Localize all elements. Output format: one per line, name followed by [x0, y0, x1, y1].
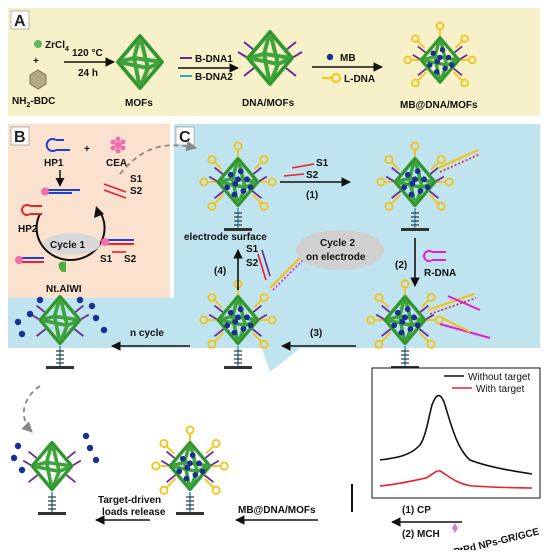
target-driven-line2: loads release — [102, 507, 166, 518]
step3-label: (3) — [310, 328, 322, 339]
curve-with-target — [379, 470, 533, 489]
release-dashed-arrow — [21, 385, 41, 433]
mch-step-label: (2) MCH — [402, 529, 440, 540]
panel-c-letter: C — [179, 129, 191, 146]
panel-b-s1b-label: S1 — [100, 254, 113, 265]
bdna1-label: B-DNA1 — [195, 54, 233, 65]
panel-a: A ZrCl4 + NH2-BDC 120 °C 24 h MOFs B-DNA… — [8, 8, 540, 116]
inset-frame — [371, 367, 541, 499]
ldna-label: L-DNA — [344, 74, 375, 85]
hp1-hairpin-icon — [45, 138, 70, 152]
hp2-bound-complex-icon — [15, 256, 44, 264]
ldna-hairpin-icon — [322, 73, 341, 83]
s1-ldna-hybrid-icon — [437, 148, 481, 173]
s1-s2-duplex-icon — [101, 238, 134, 246]
cycle1-loop-arrow — [35, 211, 106, 261]
time-label: 24 h — [78, 68, 98, 79]
cycle2-badge — [296, 230, 384, 270]
zrcl4-label: ZrCl4 — [45, 40, 69, 53]
panel-a-plus: + — [33, 56, 39, 67]
curve-without-target — [379, 394, 533, 475]
s1-strand-icon — [103, 183, 127, 193]
panel-b-s2-label: S2 — [130, 186, 143, 197]
bottom-mb-dna-mofs-label: MB@DNA/MOFs — [238, 505, 316, 516]
panel-b: B HP1 + CEA S1 S2 Cycle 1 — [8, 124, 198, 298]
mb-label: MB — [340, 53, 356, 64]
released-mb-dots — [14, 296, 108, 338]
mb-dot-icon — [326, 53, 334, 61]
panel-b-s1-label: S1 — [130, 174, 143, 185]
electrode-surface-label: electrode surface — [184, 232, 267, 243]
dna-mofs-label: DNA/MOFs — [242, 98, 295, 109]
cp-step-label: (1) CP — [402, 505, 431, 516]
panel-b-s2b-label: S2 — [124, 254, 137, 265]
n-cycle-label: n cycle — [130, 328, 164, 339]
bottom-row: Target-driven loads release MB@DNA/MOFs … — [10, 385, 541, 555]
step4-s1-label: S1 — [246, 244, 259, 255]
bdc-label: NH2-BDC — [12, 96, 55, 109]
hp1-label: HP1 — [44, 158, 64, 169]
bdc-hexagon-icon — [29, 69, 47, 90]
final-electrode-mof — [22, 440, 82, 492]
panel-a-letter: A — [14, 13, 26, 30]
cycle2-label-line1: Cycle 2 — [320, 238, 355, 249]
s2-strand-icon — [103, 189, 127, 199]
panel-b-letter: B — [14, 129, 26, 146]
panel-b-plus: + — [84, 144, 90, 155]
hp2-hairpin-icon — [21, 204, 42, 216]
mch-marker-icon — [452, 523, 458, 533]
step2-label: (2) — [395, 260, 407, 271]
step1-label: (1) — [306, 190, 318, 201]
legend-without-label: Without target — [468, 372, 530, 383]
cycle2-label-line2: on electrode — [306, 252, 366, 263]
target-driven-line1: Target-driven — [98, 495, 161, 506]
temperature-label: 120 °C — [72, 48, 103, 59]
rdna-displacement-icon — [427, 292, 491, 339]
released-duplex-icon — [269, 257, 304, 291]
enzyme-label: Nt.AlWI — [46, 284, 82, 295]
bdna2-label: B-DNA2 — [195, 72, 233, 83]
final-released-mb-dots — [10, 432, 100, 474]
step1-s2-label: S2 — [306, 170, 319, 181]
cycle1-label: Cycle 1 — [50, 240, 85, 251]
step4-label: (4) — [214, 266, 226, 277]
cycle1-to-cycle2-dashed-arrow — [119, 140, 198, 175]
dpv-inset-plot: Without target With target — [371, 367, 541, 499]
loaded-electrode-mof — [152, 426, 228, 494]
mofs-label: MOFs — [125, 98, 153, 109]
step1-s1-label: S1 — [316, 158, 329, 169]
step4-s2-label: S2 — [246, 258, 259, 269]
hp2-label: HP2 — [18, 224, 38, 235]
hp1-cea-complex-icon — [41, 187, 80, 196]
cycle2-scheme: electrode surface S1 S2 (1) (2) R-DNA — [14, 142, 491, 370]
cycle1-badge — [44, 233, 100, 255]
rdna-hairpin-icon — [423, 250, 446, 262]
mb-dna-mofs-label: MB@DNA/MOFs — [400, 100, 478, 111]
nt-alwi-enzyme-icon — [58, 261, 66, 272]
cea-label: CEA — [106, 158, 127, 169]
zrcl4-icon — [34, 40, 42, 48]
legend-with-label: With target — [476, 384, 525, 395]
rdna-label: R-DNA — [424, 268, 456, 279]
cea-target-icon — [110, 136, 126, 154]
electrode-material-label: PtPd NPs-GR/GCE — [453, 526, 541, 550]
